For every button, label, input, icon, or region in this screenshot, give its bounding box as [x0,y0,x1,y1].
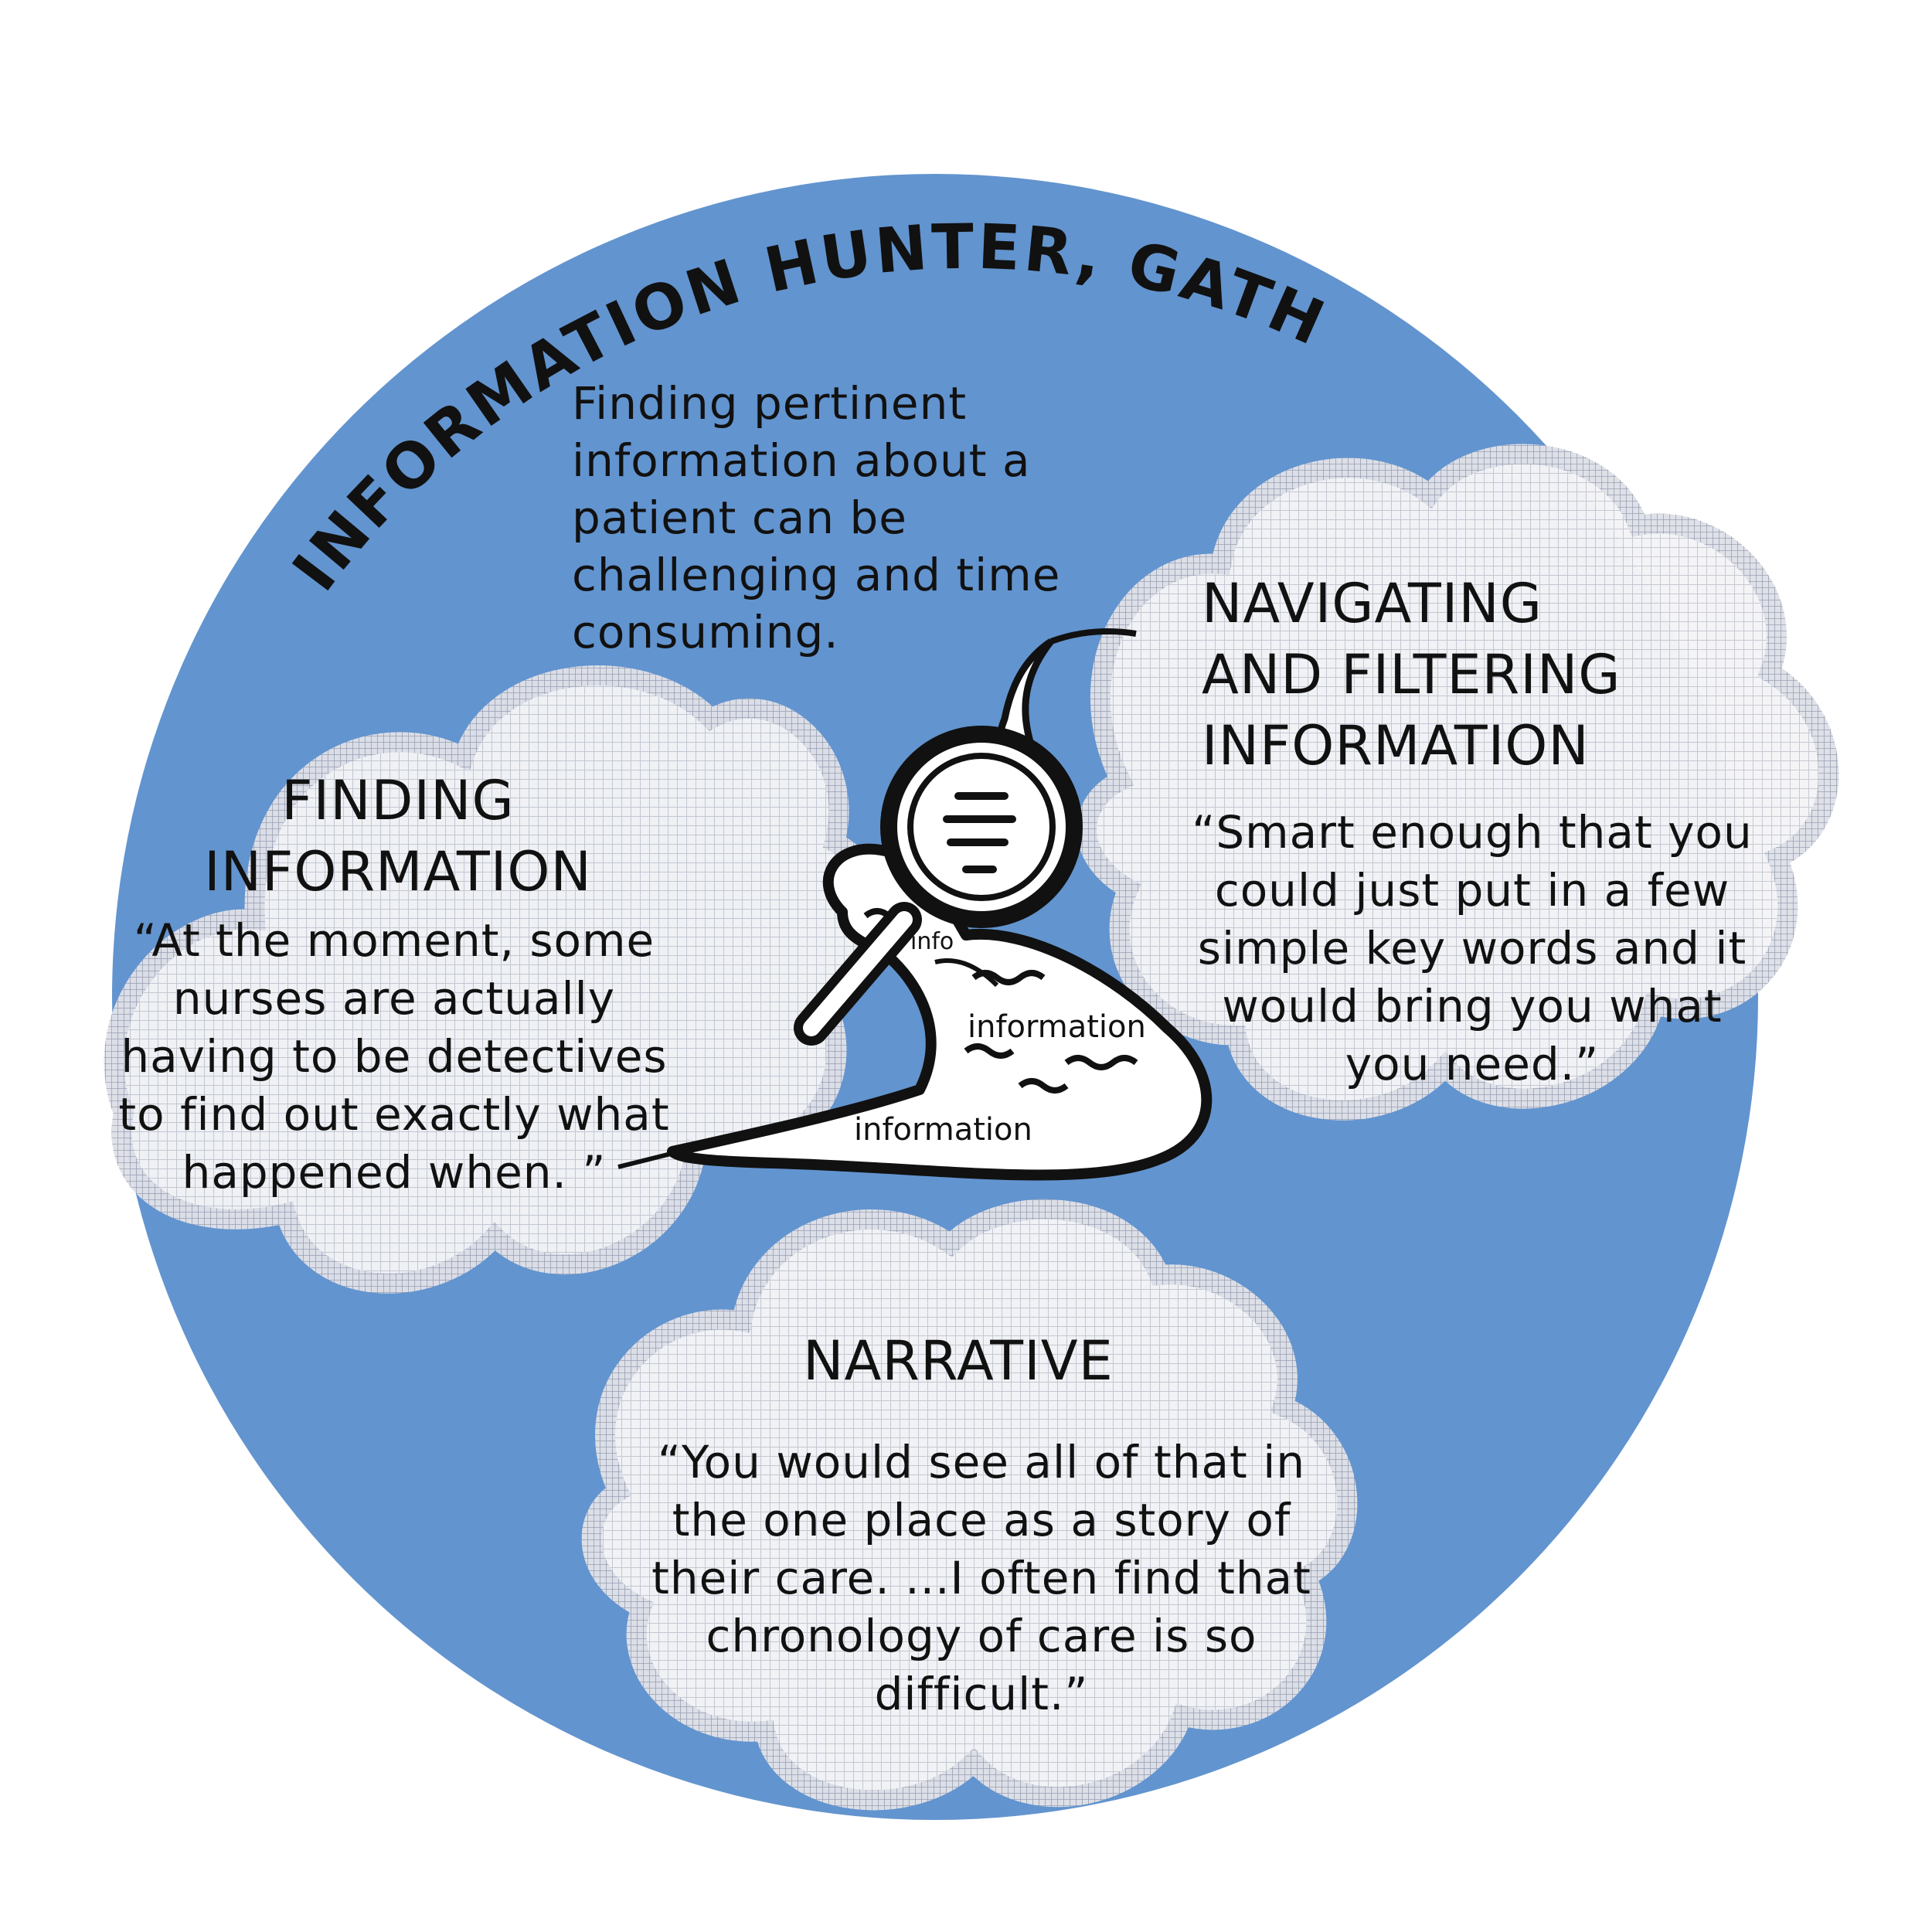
finding-quote: “At the moment, some nurses are actually… [85,912,703,1202]
navigating-heading-line: AND FILTERING [1202,643,1621,706]
finding-heading: FINDING INFORMATION [166,765,630,907]
finding-quote-line: nurses are actually [172,972,616,1025]
narrative-quote-line: their care. ...I often find that [651,1552,1311,1604]
narrative-cloud [581,1199,1358,1811]
finding-heading-line: INFORMATION [204,840,592,903]
navigating-quote-line: you need.” [1345,1038,1600,1090]
label-info: info [910,928,954,955]
finding-quote-line: to find out exactly what [118,1088,670,1141]
navigating-quote-line: could just put in a few [1214,864,1730,917]
navigating-heading-line: INFORMATION [1202,714,1590,777]
navigating-cloud [1077,444,1839,1121]
intro-line: challenging and time [572,549,1061,601]
finding-quote-line: happened when. ” [182,1146,607,1199]
narrative-heading-line: NARRATIVE [803,1329,1114,1393]
magnifying-glass-icon [794,726,1083,1046]
navigating-heading: NAVIGATING AND FILTERING INFORMATION [1202,568,1696,781]
narrative-quote: “You would see all of that in the one pl… [641,1434,1321,1723]
intro-line: consuming. [572,606,839,658]
narrative-heading: NARRATIVE [750,1325,1167,1396]
narrative-quote-line: chronology of care is so [706,1610,1257,1662]
intro-line: patient can be [572,492,907,544]
narrative-quote-line: “You would see all of that in [657,1436,1306,1488]
finding-quote-line: “At the moment, some [133,914,655,967]
navigating-quote-line: “Smart enough that you [1192,806,1753,859]
narrative-quote-line: the one place as a story of [672,1494,1291,1546]
finding-heading-line: FINDING [281,769,515,832]
navigating-quote: “Smart enough that you could just put in… [1155,804,1789,1094]
intro-line: Finding pertinent [572,377,968,430]
navigating-quote-line: would bring you what [1222,980,1723,1032]
intro-line: information about a [572,434,1031,487]
intro-text: Finding pertinent information about a pa… [572,375,1128,661]
navigating-quote-line: simple key words and it [1197,922,1747,975]
label-information-upper: information [968,1009,1146,1045]
navigating-heading-line: NAVIGATING [1202,572,1543,635]
label-information-lower: information [854,1112,1032,1148]
finding-quote-line: having to be detectives [121,1030,668,1083]
narrative-quote-line: difficult.” [874,1668,1089,1720]
